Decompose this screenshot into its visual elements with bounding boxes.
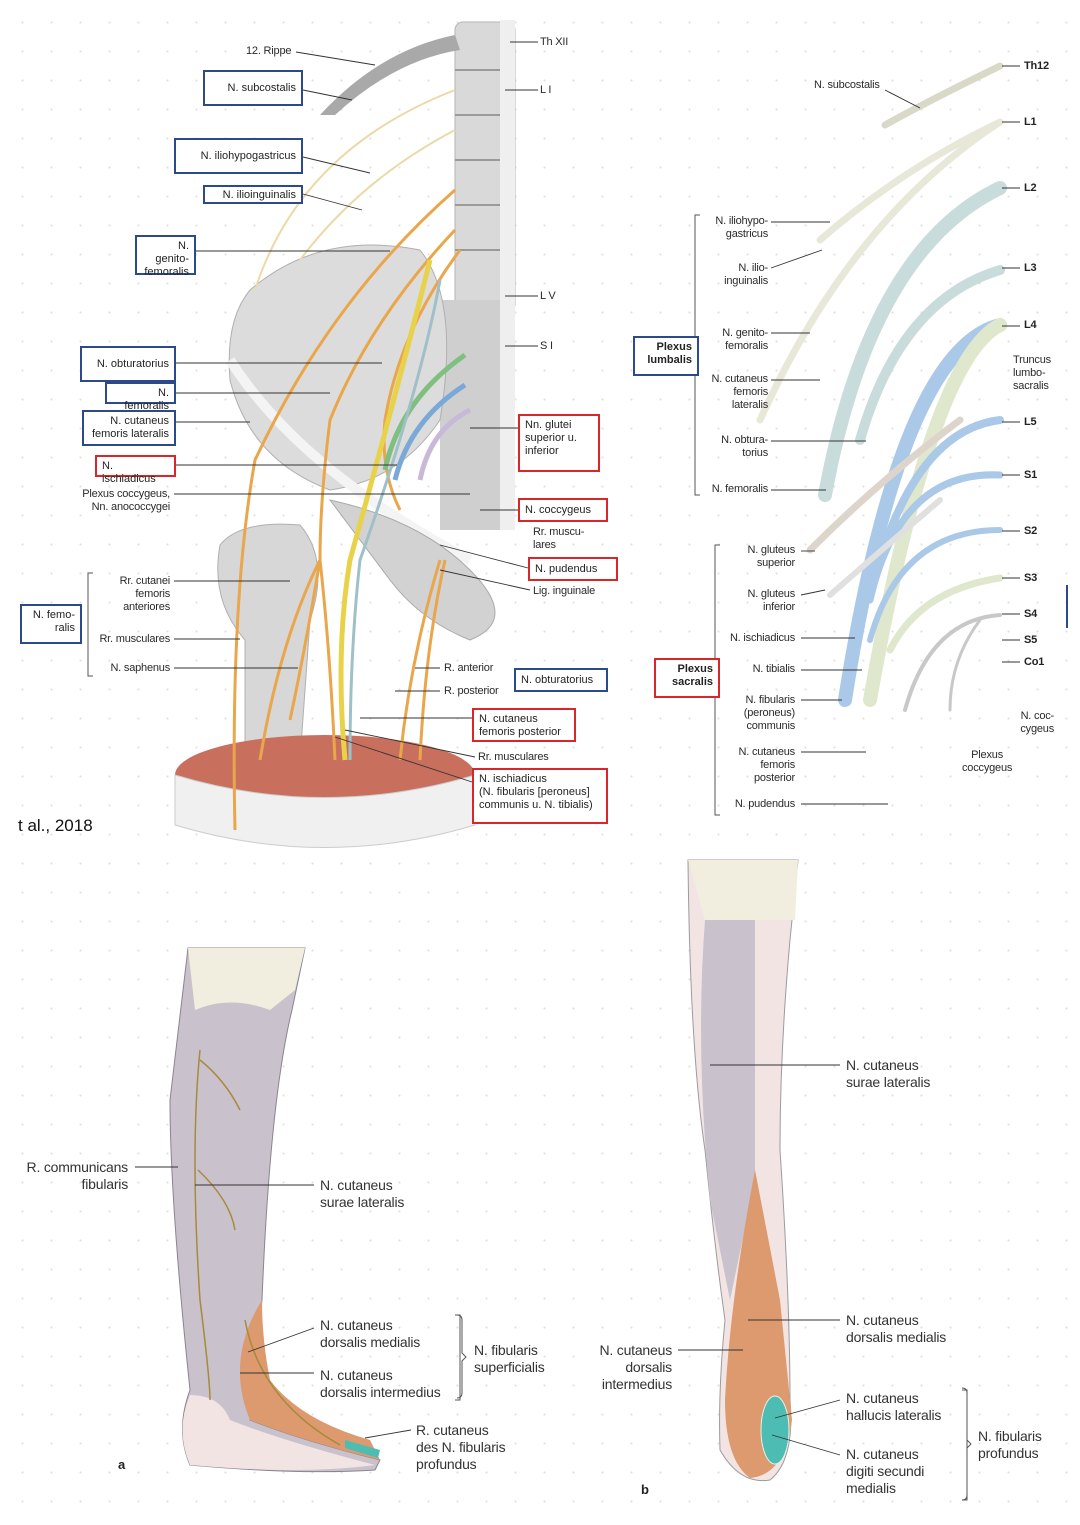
sacral-nerves [338, 259, 472, 761]
box-n-iliohypogastricus: N. iliohypogastricus [174, 138, 303, 174]
label-th12: Th XII [540, 36, 569, 48]
label-hallucis-lateralis: N. cutaneus hallucis lateralis [846, 1390, 942, 1423]
label-n-gluteus-superior: N. gluteus superior [747, 544, 795, 569]
pubis [328, 499, 496, 641]
citation: t al., 2018 [18, 816, 93, 835]
label-n-genitofemoralis-schema: N. genito- femoralis [722, 327, 768, 352]
leg-lateral-view [169, 947, 381, 1473]
label-n-cutaneus-femoris-lateralis-schema: N. cutaneus femoris lateralis [711, 373, 768, 411]
box-n-ischiadicus-full: N. ischiadicus (N. fibularis [peroneus] … [472, 768, 608, 824]
label-n-subcostalis-schema: N. subcostalis [814, 79, 880, 91]
segment-l2: L2 [1024, 182, 1037, 194]
leg-anterior-view [687, 859, 799, 1482]
label-surae-lateralis-a: N. cutaneus surae lateralis [320, 1177, 405, 1210]
segment-th12: Th12 [1024, 60, 1049, 72]
box-n-ilioinguinalis: N. ilioinguinalis [203, 185, 303, 204]
box-n-femoralis: N. femoralis [105, 382, 176, 412]
label-s1: S I [540, 340, 553, 352]
box-n-femoralis-group: N. femo- ralis [20, 604, 82, 644]
segment-co1: Co1 [1024, 656, 1045, 668]
ilium [228, 244, 448, 491]
segment-s5: S5 [1024, 634, 1038, 646]
label-n-obturatorius-schema: N. obtura- torius [721, 434, 768, 459]
label-n-femoralis-schema: N. femoralis [711, 483, 768, 495]
label-r-cutaneus-profundus: R. cutaneus des N. fibularis profundus [416, 1422, 506, 1472]
label-n-saphenus: N. saphenus [110, 662, 170, 674]
box-n-obturatorius: N. obturatorius [80, 346, 176, 382]
label-n-ilioinguinalis-schema: N. ilio- inguinalis [724, 262, 768, 287]
label-n-fibularis-communis: N. fibularis (peroneus) communis [743, 694, 795, 732]
segment-s4: S4 [1024, 608, 1038, 620]
label-dorsalis-medialis-a: N. cutaneus dorsalis medialis [320, 1317, 421, 1350]
label-r-anterior: R. anterior [444, 662, 494, 674]
label-plexus-coccygeus-schema: Plexus coccygeus [962, 749, 1013, 774]
segment-l3: L3 [1024, 262, 1037, 274]
panel-letter-a: a [118, 1457, 126, 1472]
label-n-tibialis: N. tibialis [752, 663, 796, 675]
box-n-cutaneus-femoris-lateralis: N. cutaneus femoris lateralis [82, 410, 176, 446]
label-dorsalis-intermedius-a: N. cutaneus dorsalis intermedius [320, 1367, 441, 1400]
box-plexus-sacralis: Plexus sacralis [654, 658, 720, 698]
plexus-schematic [756, 62, 1007, 712]
box-n-ischiadicus: N. ischiadicus [95, 455, 176, 485]
label-rr-cutanei: Rr. cutanei femoris anteriores [119, 575, 171, 613]
label-digiti-secundi-medialis: N. cutaneus digiti secundi medialis [846, 1446, 925, 1496]
label-n-iliohypogastricus-schema: N. iliohypo- gastricus [715, 215, 768, 240]
label-r-communicans-fibularis: R. communicans fibularis [26, 1159, 129, 1192]
box-n-coccygeus: N. coccygeus [518, 498, 608, 522]
label-surae-lateralis-b: N. cutaneus surae lateralis [846, 1057, 931, 1090]
label-rr-musculares-left: Rr. musculares [99, 633, 170, 645]
label-n-cutaneus-femoris-posterior-schema: N. cutaneus femoris posterior [738, 746, 795, 784]
label-fibularis-profundus: N. fibularis profundus [978, 1428, 1042, 1461]
segment-s3: S3 [1024, 572, 1038, 584]
label-rib-12: 12. Rippe [246, 45, 292, 57]
label-plexus-coccygeus: Plexus coccygeus, Nn. anococcygei [82, 488, 170, 513]
box-plexus-lumbalis: Plexus lumbalis [633, 336, 699, 376]
label-dorsalis-intermedius-b: N. cutaneus dorsalis intermedius [599, 1342, 672, 1392]
label-n-pudendus-schema: N. pudendus [734, 798, 795, 810]
label-r-posterior: R. posterior [444, 685, 499, 697]
label-dorsalis-medialis-b: N. cutaneus dorsalis medialis [846, 1312, 947, 1345]
box-nn-glutei: Nn. glutei superior u. inferior [518, 414, 600, 472]
segment-l5: L5 [1024, 416, 1037, 428]
label-rr-musculares-bottom: Rr. musculares [478, 751, 549, 763]
label-truncus-lumbosacralis: Truncus lumbo- sacralis [1013, 354, 1051, 392]
segment-s2: S2 [1024, 525, 1038, 537]
label-n-ischiadicus-schema: N. ischiadicus [729, 632, 795, 644]
lumbar-spine [440, 20, 516, 530]
rib-12 [320, 35, 460, 115]
panel-letter-b: b [641, 1482, 649, 1497]
label-fibularis-superficialis: N. fibularis superficialis [474, 1342, 545, 1375]
label-l5: L V [540, 290, 556, 302]
box-n-pudendus: N. pudendus [528, 557, 618, 581]
segment-l4: L4 [1024, 319, 1037, 331]
leader-lines [135, 41, 1020, 1456]
label-lig-inguinale: Lig. inguinale [533, 585, 596, 597]
box-n-obturatorius-right: N. obturatorius [514, 668, 608, 692]
segment-s1: S1 [1024, 469, 1038, 481]
label-n-gluteus-inferior: N. gluteus inferior [747, 588, 795, 613]
box-n-subcostalis: N. subcostalis [203, 70, 303, 106]
box-n-genitofemoralis: N. genito- femoralis [135, 235, 196, 278]
segment-l1: L1 [1024, 116, 1037, 128]
label-n-coccygeus-schema: N. coc- cygeus [1020, 710, 1054, 735]
label-rr-musculares-sacral: Rr. muscu- lares [533, 526, 585, 551]
label-l1: L I [540, 84, 552, 96]
box-n-cutaneus-femoris-posterior: N. cutaneus femoris posterior [472, 708, 576, 742]
lumbar-nerves-orange [232, 188, 462, 831]
